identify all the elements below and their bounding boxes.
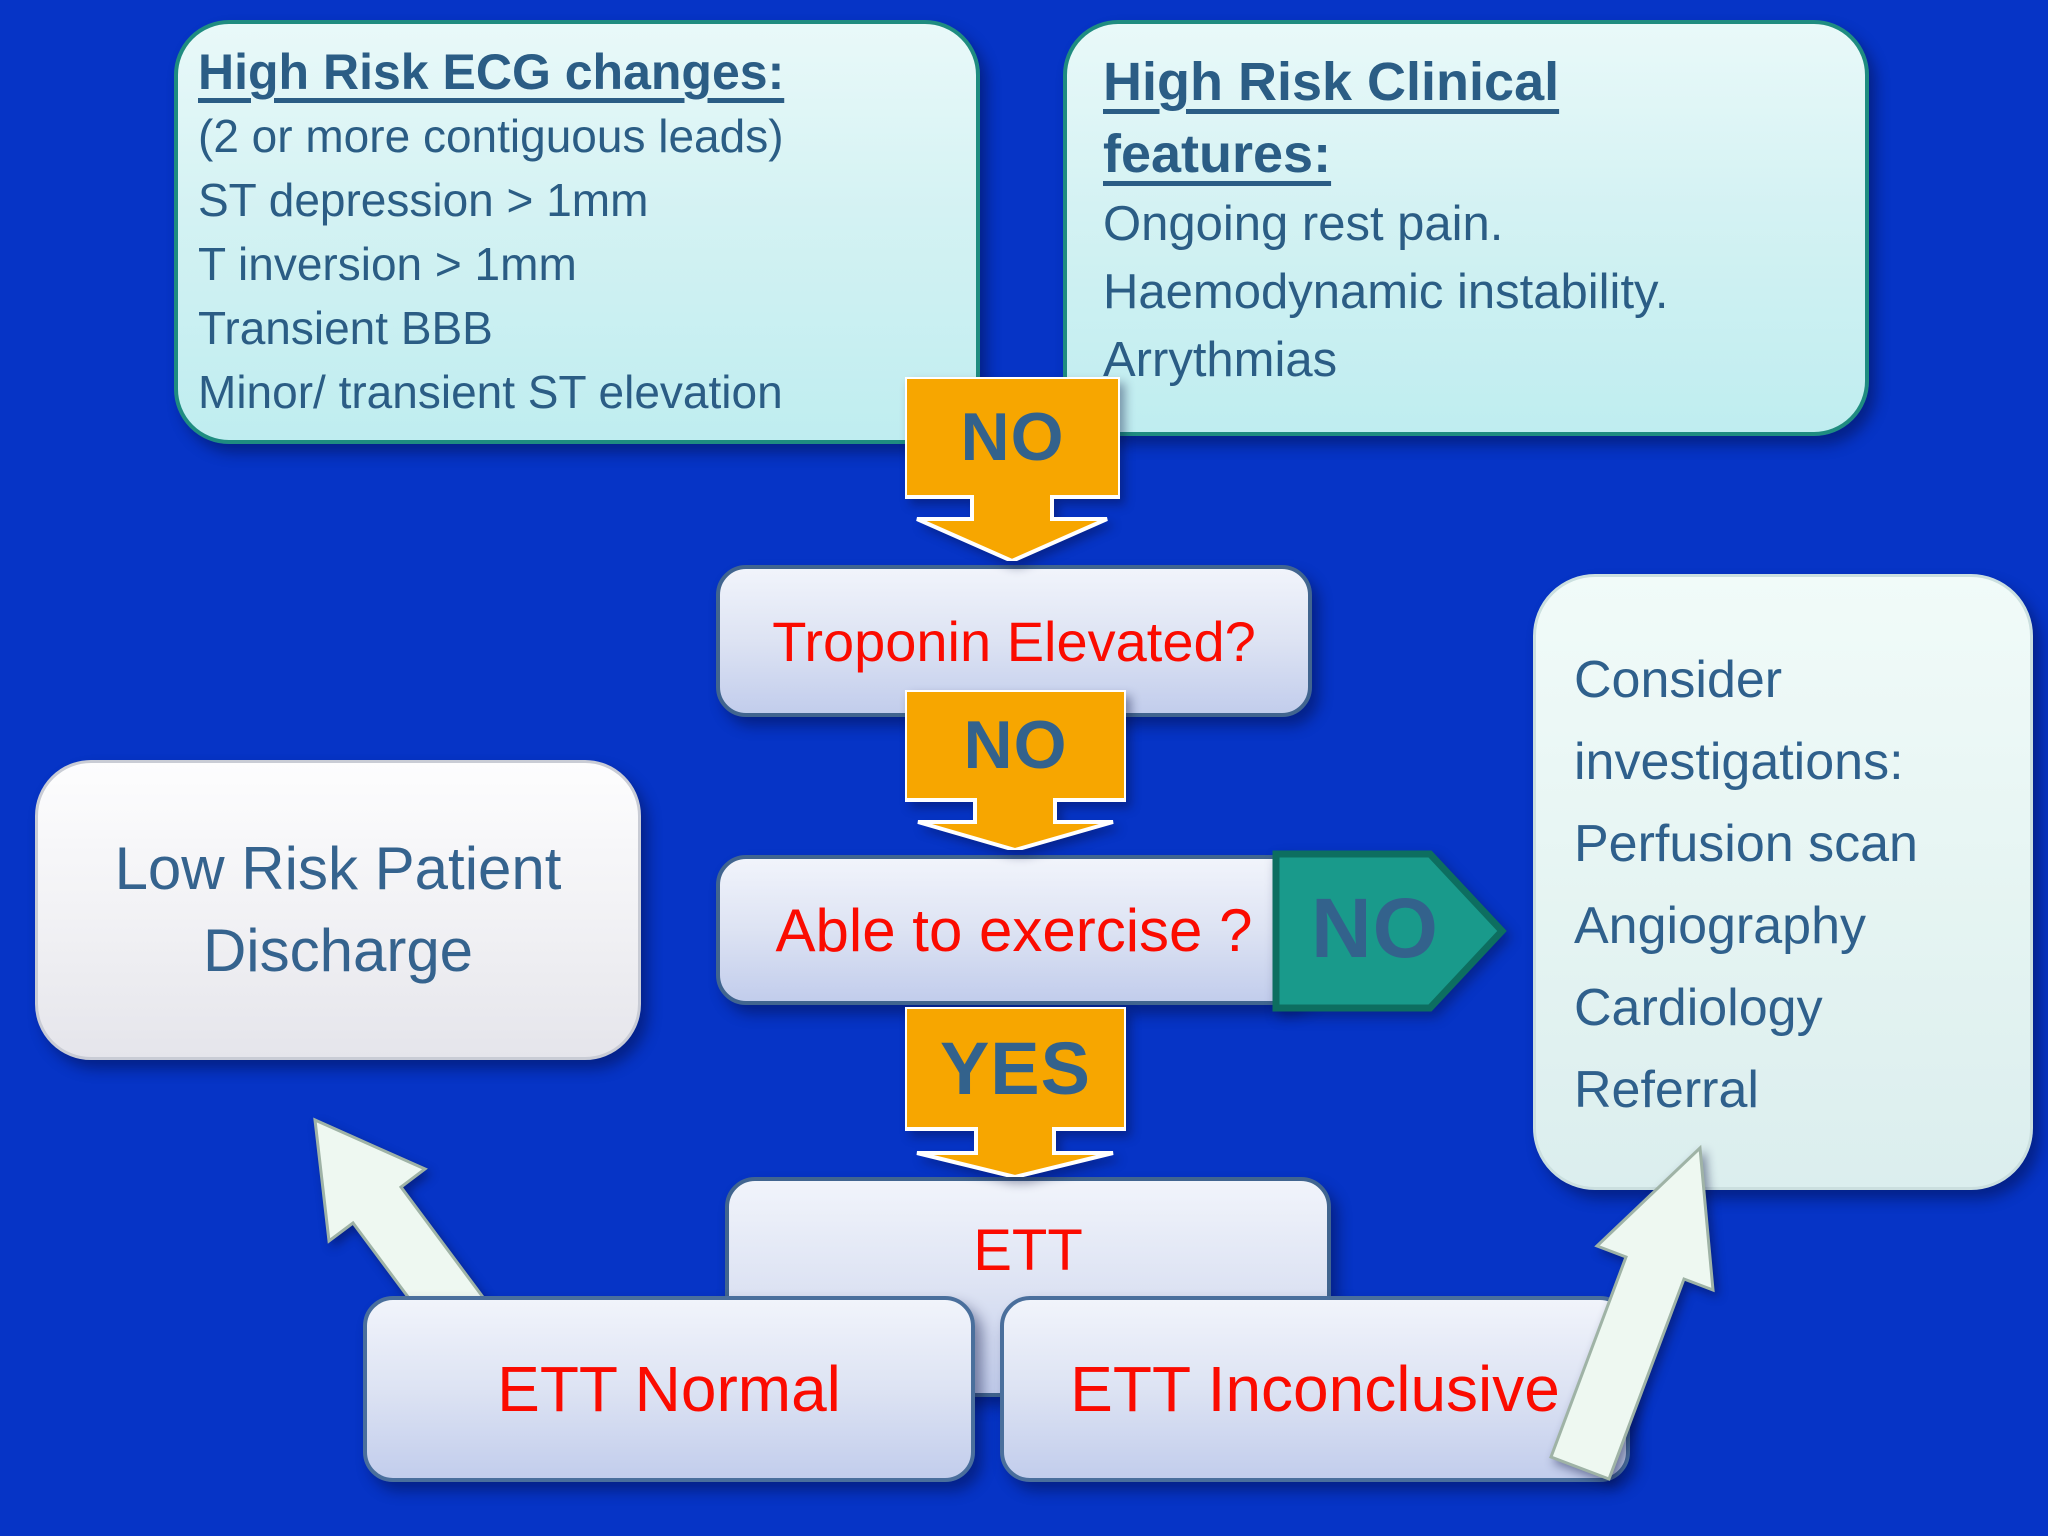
ecg-line: ST depression > 1mm — [198, 174, 649, 226]
troponin-question: Troponin Elevated? — [772, 609, 1256, 673]
ecg-line: T inversion > 1mm — [198, 238, 577, 290]
yes-arrow-label: YES — [939, 1026, 1092, 1110]
consider-line: Consider — [1574, 651, 1783, 709]
ecg-line: Transient BBB — [198, 302, 493, 354]
lowrisk-line: Discharge — [202, 917, 474, 984]
clinical-line: Ongoing rest pain. — [1103, 197, 1504, 251]
consider-investigations-box: Consider investigations: Perfusion scan … — [1533, 574, 2033, 1190]
no-right-arrow-icon — [1272, 850, 1507, 1012]
ett-normal-to-lowrisk-arrow-icon — [313, 1117, 497, 1351]
ecg-line: (2 or more contiguous leads) — [198, 110, 784, 162]
able-to-exercise-box: Able to exercise ? — [716, 855, 1312, 1005]
consider-line: Referral — [1574, 1061, 1759, 1119]
clinical-box-title-line: High Risk Clinical — [1103, 52, 1560, 112]
consider-line: investigations: — [1574, 733, 1904, 791]
ett-inconclusive-box: ETT Inconclusive — [1000, 1296, 1630, 1482]
high-risk-clinical-box: High Risk Clinical features: Ongoing res… — [1063, 20, 1869, 436]
no1-arrow-label: NO — [960, 399, 1065, 475]
consider-line: Angiography — [1574, 897, 1866, 955]
ecg-line: Minor/ transient ST elevation — [198, 366, 783, 418]
ett-normal-box: ETT Normal — [363, 1296, 975, 1482]
no2-arrow-label: NO — [963, 707, 1068, 783]
no-right-arrow-label: NO — [1311, 880, 1439, 975]
ecg-box-title: High Risk ECG changes: — [198, 44, 785, 100]
ett-normal-label: ETT Normal — [497, 1353, 841, 1425]
low-risk-discharge-box: Low Risk Patient Discharge — [35, 760, 641, 1060]
ett-inconclusive-label: ETT Inconclusive — [1070, 1353, 1560, 1425]
consider-line: Cardiology — [1574, 979, 1823, 1037]
clinical-line: Haemodynamic instability. — [1103, 265, 1669, 319]
consider-line: Perfusion scan — [1574, 815, 1918, 873]
clinical-line: Arrythmias — [1103, 333, 1338, 387]
yes-down-arrow-icon — [905, 1007, 1126, 1177]
ett-label: ETT — [973, 1218, 1083, 1283]
clinical-box-title-line: features: — [1103, 124, 1332, 184]
high-risk-ecg-box: High Risk ECG changes: (2 or more contig… — [174, 20, 980, 444]
lowrisk-line: Low Risk Patient — [114, 835, 562, 902]
exercise-question: Able to exercise ? — [775, 896, 1253, 964]
ett-inconclusive-to-consider-arrow-icon — [1549, 1144, 1715, 1481]
no1-down-arrow-icon — [905, 377, 1120, 561]
no2-down-arrow-icon — [905, 690, 1126, 850]
